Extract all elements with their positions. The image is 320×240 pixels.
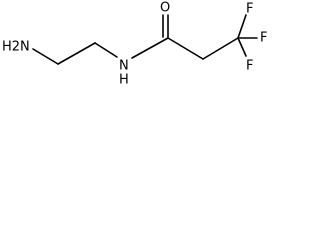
atom-label-h2n: H2N (2, 40, 30, 55)
bond-ch2-ch2 (57, 42, 96, 65)
bond-c-f-bottom (237, 37, 247, 57)
bond-c-f-top (237, 14, 247, 39)
bond-ch2-cf3 (202, 37, 239, 60)
atom-label-n: N (119, 59, 129, 74)
bond-carbonyl-ch2 (167, 37, 204, 60)
atom-label-h: H (119, 73, 129, 88)
bond-n-ch2 (32, 48, 59, 65)
atom-label-o: O (160, 1, 170, 16)
bond-nh-carbonyl (131, 37, 169, 59)
atom-label-f-bottom: F (246, 59, 253, 74)
atom-label-f-top: F (246, 2, 253, 17)
bond-ch2-nh (94, 42, 118, 58)
atom-label-f-right: F (260, 31, 267, 46)
chemical-structure-diagram: H2N N H O F F F (2, 1, 267, 88)
